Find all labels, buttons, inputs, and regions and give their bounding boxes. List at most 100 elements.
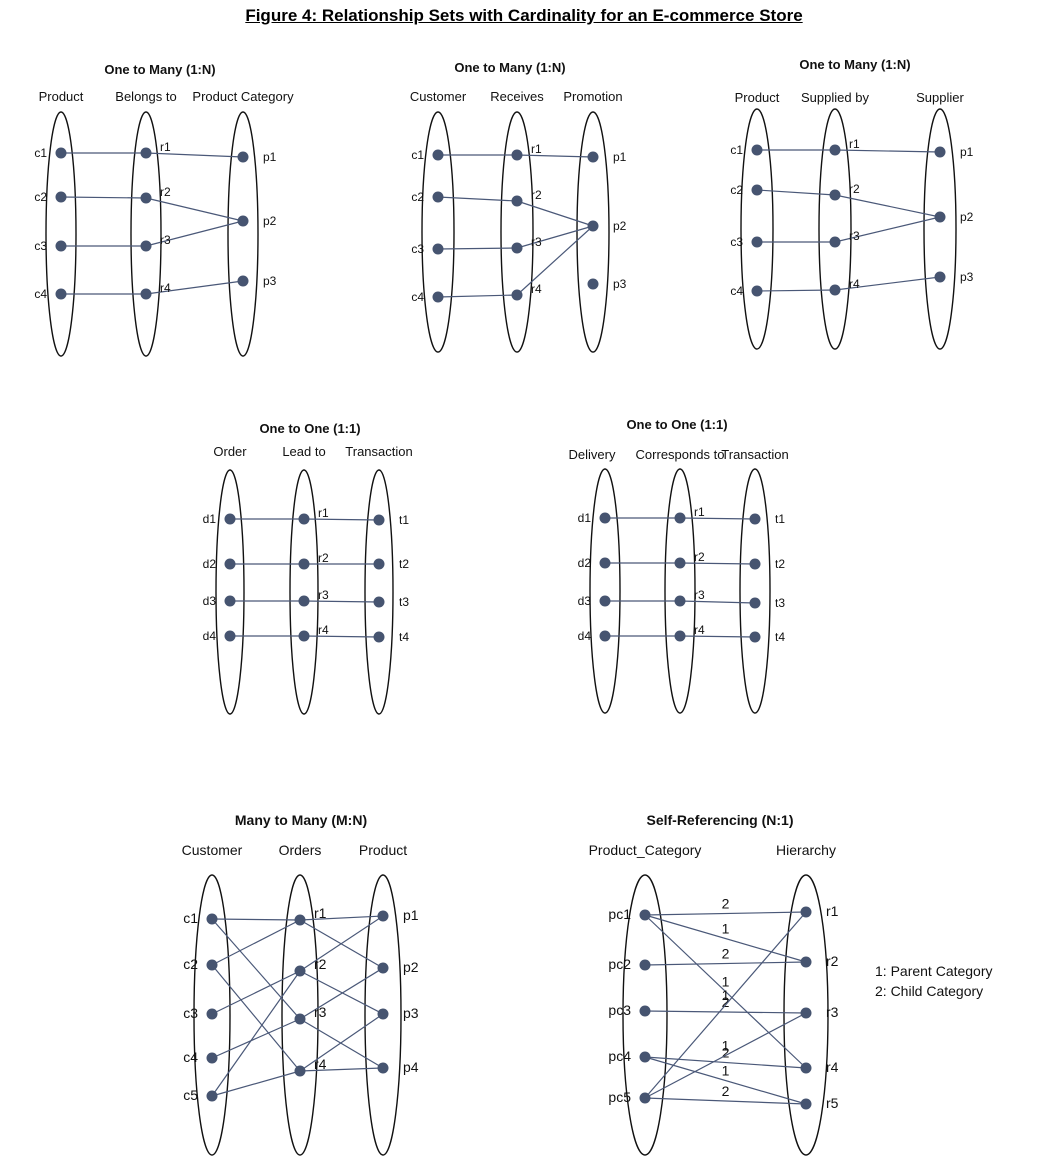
node-label: pc1 — [608, 906, 631, 922]
node-dot — [55, 191, 67, 203]
node-dot — [639, 1051, 651, 1063]
node-label: d2 — [203, 557, 217, 571]
relationship-link — [437, 247, 518, 250]
node-label: r3 — [531, 235, 542, 249]
cardinality-label: 1 — [722, 1038, 730, 1054]
node-label: c4 — [183, 1049, 198, 1065]
relationship-link — [299, 1018, 384, 1069]
node-dot — [298, 513, 310, 525]
column-header: Customer — [410, 89, 467, 104]
node-dot — [599, 512, 611, 524]
node-label: r2 — [849, 182, 860, 196]
relationship-link — [60, 196, 147, 199]
node-dot — [224, 558, 236, 570]
relationship-link — [299, 915, 384, 921]
node-label: t1 — [399, 513, 409, 527]
node-dot — [511, 149, 523, 161]
diagram-title: One to Many (1:N) — [799, 57, 910, 72]
node-label: r2 — [694, 550, 705, 564]
relationship-link — [834, 149, 941, 153]
node-dot — [140, 147, 152, 159]
node-dot — [206, 1052, 218, 1064]
relationship-link — [211, 919, 301, 966]
node-label: r1 — [694, 505, 705, 519]
relationship-link — [303, 600, 380, 603]
node-label: pc3 — [608, 1002, 631, 1018]
entity-set-ellipse — [783, 874, 829, 1156]
node-label: c1 — [183, 910, 198, 926]
node-dot — [140, 192, 152, 204]
relationship-link — [299, 1013, 384, 1072]
node-dot — [639, 959, 651, 971]
node-dot — [140, 240, 152, 252]
node-dot — [934, 211, 946, 223]
legend-entry: 2: Child Category — [875, 983, 983, 999]
node-dot — [587, 151, 599, 163]
diagram-title: One to One (1:1) — [626, 417, 727, 432]
entity-set-ellipse — [364, 874, 402, 1156]
node-label: r1 — [849, 137, 860, 151]
node-dot — [237, 151, 249, 163]
node-label: r2 — [318, 551, 329, 565]
node-dot — [294, 1013, 306, 1025]
relationship-link — [756, 189, 836, 196]
column-header: Transaction — [721, 447, 788, 462]
node-label: pc2 — [608, 956, 631, 972]
diagram-title: One to Many (1:N) — [454, 60, 565, 75]
node-label: r4 — [849, 277, 860, 291]
relationship-link — [211, 1070, 301, 1097]
relationship-link — [437, 196, 518, 202]
relationship-link — [145, 280, 244, 295]
column-header: Supplier — [916, 90, 964, 105]
node-dot — [206, 1090, 218, 1102]
node-label: t2 — [775, 557, 785, 571]
relationship-link — [303, 635, 380, 638]
node-label: r3 — [314, 1004, 327, 1020]
node-dot — [800, 1007, 812, 1019]
node-label: r4 — [826, 1059, 839, 1075]
node-dot — [237, 275, 249, 287]
node-label: c3 — [183, 1005, 198, 1021]
node-dot — [298, 595, 310, 607]
node-label: r5 — [826, 1095, 839, 1111]
cardinality-label: 2 — [722, 896, 730, 912]
node-label: c4 — [411, 290, 424, 304]
node-label: p1 — [403, 907, 419, 923]
node-dot — [55, 240, 67, 252]
node-label: p1 — [960, 145, 974, 159]
node-label: t3 — [399, 595, 409, 609]
node-dot — [829, 284, 841, 296]
cardinality-label: 1 — [722, 921, 730, 937]
node-dot — [224, 513, 236, 525]
node-label: p3 — [960, 270, 974, 284]
node-label: c3 — [34, 239, 47, 253]
relationship-link — [211, 964, 301, 1072]
node-dot — [599, 595, 611, 607]
node-label: c1 — [730, 143, 743, 157]
node-label: r4 — [318, 623, 329, 637]
node-dot — [294, 1065, 306, 1077]
relationship-link — [303, 518, 380, 521]
node-dot — [298, 558, 310, 570]
node-dot — [55, 147, 67, 159]
node-label: d3 — [203, 594, 217, 608]
node-dot — [934, 146, 946, 158]
entity-set-ellipse — [364, 469, 394, 715]
node-label: r1 — [318, 506, 329, 520]
node-label: r1 — [826, 903, 839, 919]
diagram-title: Self-Referencing (N:1) — [646, 812, 793, 828]
relationship-link — [834, 194, 941, 218]
diagram-title: One to Many (1:N) — [104, 62, 215, 77]
node-label: c1 — [411, 148, 424, 162]
node-label: c2 — [183, 956, 198, 972]
node-dot — [224, 630, 236, 642]
cardinality-label: 1 — [722, 987, 730, 1003]
node-label: r3 — [694, 588, 705, 602]
entity-set-ellipse — [193, 874, 231, 1156]
node-dot — [829, 236, 841, 248]
entity-set-ellipse — [215, 469, 245, 715]
relationship-link — [756, 289, 836, 292]
